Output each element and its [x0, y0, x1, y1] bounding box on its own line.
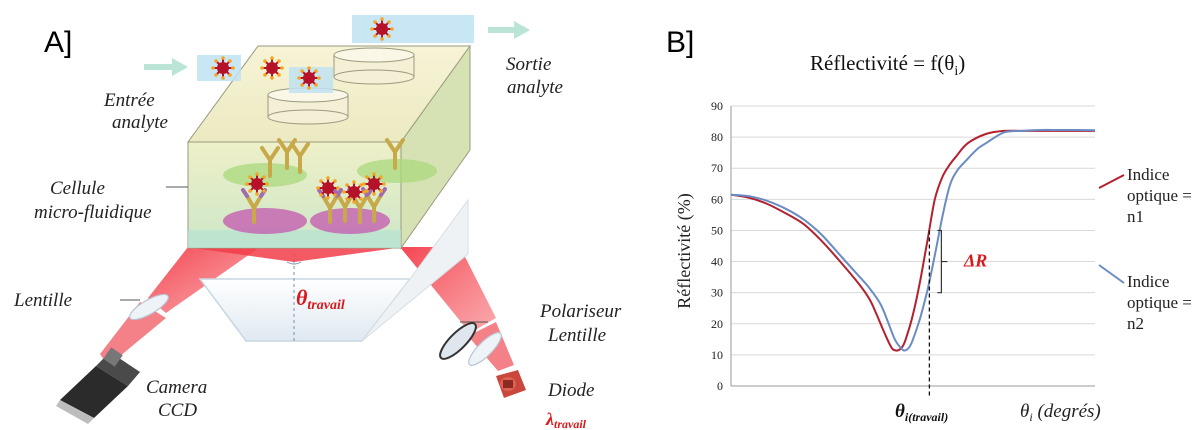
delta-r-bracket [937, 229, 948, 294]
y-tick-labels: 0 10 20 30 40 50 60 70 80 90 [711, 99, 723, 393]
cellule-label-1: Cellule [50, 178, 105, 199]
gridlines [731, 105, 1095, 356]
diode-label: Diode [547, 380, 594, 401]
legend-n1-line1: Indice [1127, 165, 1169, 184]
camera-label-2: CCD [158, 400, 197, 421]
panel-a: A] [13, 15, 622, 430]
sensor-layer [188, 230, 401, 248]
panel-a-label: A] [44, 26, 72, 59]
prism-side [361, 198, 469, 342]
legend-n1-line3: n1 [1127, 207, 1144, 226]
legend-n2-line2: optique = [1127, 293, 1192, 312]
spot-green-2 [357, 159, 437, 183]
angle-arc [286, 261, 302, 265]
theta-travail-label: θtravail [296, 285, 345, 313]
lambda-travail-label: λtravail [545, 409, 587, 430]
polariseur-label: Polariseur [539, 301, 622, 322]
panel-b: B] Réflectivité = f(θi) Réflectivité (%)… [666, 26, 1192, 424]
camera-label-1: Camera [146, 377, 207, 398]
diode-icon [496, 370, 526, 398]
series-line-n2 [730, 128, 1096, 352]
delta-r-label: ΔR [963, 251, 987, 271]
y-axis-label: Réflectivité (%) [674, 193, 695, 308]
y-tick-label: 20 [711, 317, 723, 331]
polarizer-icon [439, 322, 477, 360]
entree-label-1: Entrée [103, 90, 155, 111]
lens-right-icon [468, 332, 502, 366]
outlet-arrow [488, 21, 530, 39]
sortie-label-1: Sortie [506, 54, 551, 75]
y-tick-label: 80 [711, 130, 723, 144]
series-line-n1 [730, 129, 1095, 352]
legend-n2-line1: Indice [1127, 272, 1169, 291]
legend-n1-line2: optique = [1127, 186, 1192, 205]
x-axis-label: θi (degrés) [1020, 401, 1101, 424]
y-tick-label: 0 [717, 379, 723, 393]
chart-title: Réflectivité = f(θi) [810, 51, 965, 79]
camera-icon [56, 347, 140, 424]
outlet-port [333, 47, 415, 63]
y-tick-label: 70 [711, 161, 723, 175]
y-tick-label: 10 [711, 348, 723, 362]
x-marker-label: θi(travail) [895, 401, 948, 424]
panel-b-label: B] [666, 26, 694, 59]
y-tick-label: 90 [711, 99, 723, 113]
cellule-label-2: micro-fluidique [34, 202, 152, 223]
inlet-arrow [144, 58, 188, 76]
y-tick-label: 50 [711, 223, 723, 237]
y-tick-label: 60 [711, 192, 723, 206]
spot-purple-1 [223, 208, 307, 234]
entree-label-2: analyte [112, 112, 168, 133]
legend: Indice optique = n1 Indice optique = n2 [1098, 165, 1192, 333]
legend-swatch-n2 [1098, 264, 1125, 284]
lens-left-icon [129, 293, 169, 321]
series-lines [730, 128, 1096, 352]
y-tick-label: 30 [711, 286, 723, 300]
lentille-left-label: Lentille [13, 290, 72, 311]
laser-spot [186, 247, 404, 262]
laser-beam-to-camera [100, 302, 166, 366]
microfluidic-cell [187, 44, 471, 250]
legend-n2-line3: n2 [1127, 314, 1144, 333]
legend-swatch-n1 [1098, 174, 1125, 189]
sortie-label-2: analyte [507, 77, 563, 98]
y-tick-label: 40 [711, 255, 723, 269]
spot-purple-2 [310, 208, 390, 234]
lentille-right-label: Lentille [547, 325, 606, 346]
